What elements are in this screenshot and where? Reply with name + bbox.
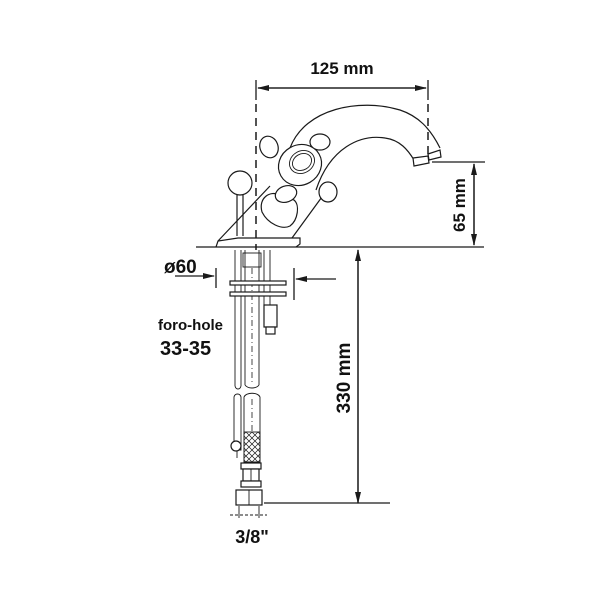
hole-range-label: 33-35 [160, 338, 211, 360]
reach-label: 125 mm [310, 59, 373, 78]
reach-dimension: 125 mm [255, 59, 429, 100]
washer-top [229, 280, 287, 286]
washer-bottom [229, 291, 287, 297]
handle-arm-top [309, 133, 331, 151]
handle-arm-right [318, 181, 338, 203]
height-label: 65 mm [450, 178, 469, 232]
faucet-body [215, 104, 442, 248]
handle-arm-left [259, 135, 279, 159]
braided-hose [243, 431, 261, 463]
diameter-label: ø60 [164, 257, 197, 278]
hole-label: foro-hole [158, 317, 223, 334]
hose-length-label: 330 mm [334, 343, 355, 414]
popup-knob [227, 170, 253, 196]
hose-length-dimension: 330 mm [264, 249, 390, 504]
base-diameter-dimension: ø60 [164, 257, 336, 300]
connection-label: 3/8" [235, 527, 269, 547]
under-counter-assembly [229, 250, 287, 518]
height-dimension: 65 mm [432, 161, 485, 246]
